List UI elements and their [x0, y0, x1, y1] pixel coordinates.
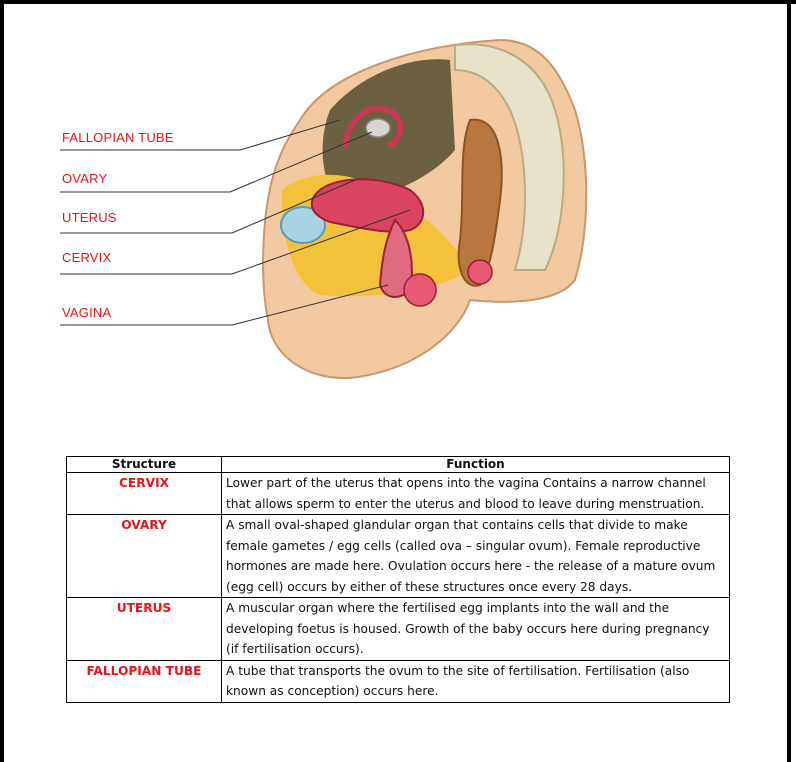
structure-cell: OVARY [67, 515, 222, 598]
perineal-tissue [404, 274, 436, 306]
anatomy-illustration [0, 0, 796, 440]
label-fallopian-tube: FALLOPIAN TUBE [62, 130, 174, 145]
structure-function-table: Structure Function CERVIX Lower part of … [66, 456, 730, 703]
structure-cell: CERVIX [67, 473, 222, 515]
structure-cell: FALLOPIAN TUBE [67, 660, 222, 702]
header-function: Function [222, 457, 730, 473]
perineal-tissue-2 [468, 260, 492, 284]
function-cell: A tube that transports the ovum to the s… [222, 660, 730, 702]
table-row: OVARY A small oval-shaped glandular orga… [67, 515, 730, 598]
ovary-shape [366, 119, 390, 137]
structure-cell: UTERUS [67, 598, 222, 661]
table-row: CERVIX Lower part of the uterus that ope… [67, 473, 730, 515]
function-cell: A small oval-shaped glandular organ that… [222, 515, 730, 598]
label-vagina: VAGINA [62, 305, 111, 320]
function-cell: Lower part of the uterus that opens into… [222, 473, 730, 515]
label-ovary: OVARY [62, 171, 107, 186]
header-structure: Structure [67, 457, 222, 473]
table-row: FALLOPIAN TUBE A tube that transports th… [67, 660, 730, 702]
table-row: UTERUS A muscular organ where the fertil… [67, 598, 730, 661]
label-uterus: UTERUS [62, 210, 117, 225]
table-header-row: Structure Function [67, 457, 730, 473]
function-cell: A muscular organ where the fertilised eg… [222, 598, 730, 661]
label-cervix: CERVIX [62, 250, 111, 265]
